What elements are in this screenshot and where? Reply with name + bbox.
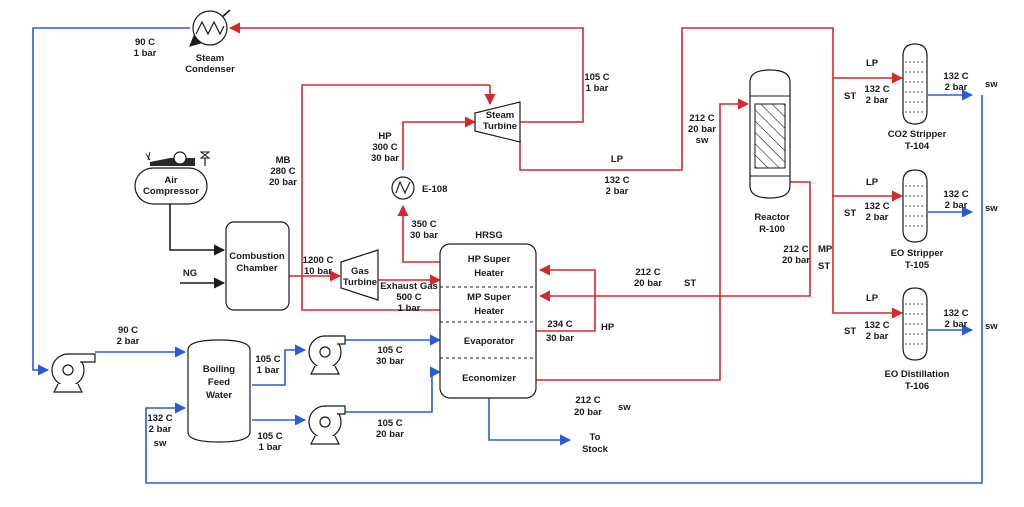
pipe-turbine-to-condenser: [228, 22, 584, 123]
pipe-evap-loop: [536, 264, 596, 332]
heat-exchanger-e108: E-108: [391, 176, 447, 200]
label-t106-lp: LP: [866, 293, 879, 304]
evaporator-label: Evaporator: [464, 336, 514, 347]
label-hp: HP: [601, 322, 615, 333]
pipe-bfw-to-pump1: [252, 344, 307, 386]
label-t104-sw: sw: [985, 79, 998, 90]
label-t105-sw: sw: [985, 203, 998, 214]
label-lp-main: LP: [611, 154, 624, 165]
pipe-mb: [301, 84, 490, 311]
label-t104-lp: LP: [866, 58, 879, 69]
pipe-reactor-to-mp: [538, 181, 811, 302]
label-st-return-st: ST: [684, 278, 696, 289]
label-ng: NG: [183, 268, 197, 279]
black-pipes: [169, 9, 231, 289]
pipe-hrsg-to-e108: [397, 204, 440, 263]
blue-pipes: [32, 27, 983, 484]
pipe-condensate: [32, 27, 190, 376]
label-t106-sw: sw: [985, 321, 998, 332]
pipe-air-to-cc: [169, 204, 226, 256]
pipe-econ-to-reactor: [536, 98, 750, 381]
pump-mp-feed: [308, 405, 346, 445]
pipe-to-stock: [488, 398, 572, 446]
hrsg-title: HRSG: [475, 230, 502, 241]
label-mp: MP: [818, 244, 833, 255]
pump-condensate: [51, 353, 96, 393]
pipe-lp-t106: [832, 196, 904, 319]
label-t105-st: ST: [844, 208, 856, 219]
pipe-pump2-to-economizer: [345, 366, 442, 413]
economizer-label: Economizer: [462, 373, 516, 384]
pump-hp-feed: [308, 335, 346, 375]
label-mp-st: ST: [818, 261, 830, 272]
label-t106-st: ST: [844, 326, 856, 337]
label-t104-st: ST: [844, 91, 856, 102]
label-t105-lp: LP: [866, 177, 879, 188]
pipe-sw-return: [145, 95, 983, 484]
red-pipes: [228, 22, 904, 381]
pipe-hp-to-turbine: [402, 116, 477, 170]
label-econ-sw: sw: [618, 402, 631, 413]
e108-label: E-108: [422, 184, 447, 195]
